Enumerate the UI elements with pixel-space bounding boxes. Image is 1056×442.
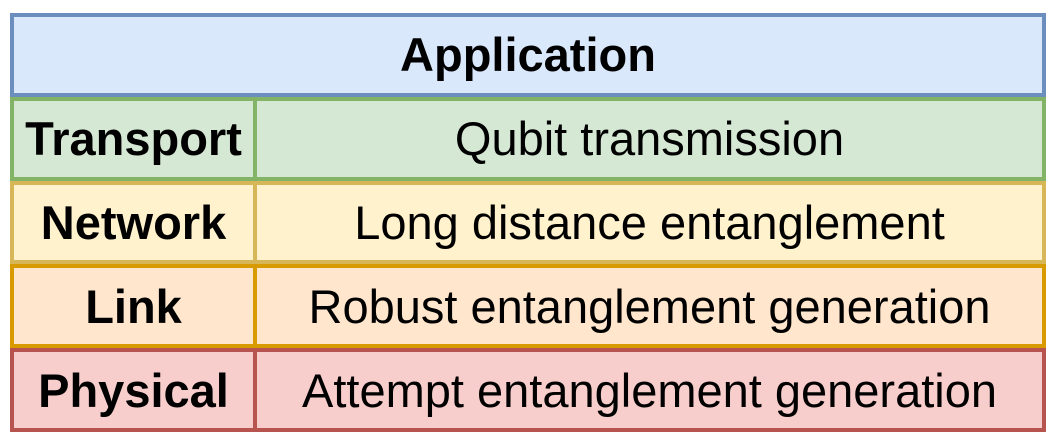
link-layer-description: Robust entanglement generation (253, 264, 1046, 349)
link-layer-label: Link (10, 264, 257, 349)
protocol-stack-diagram: Application Transport Qubit transmission… (10, 13, 1046, 432)
layer-row-physical: Physical Attempt entanglement generation (10, 348, 1046, 432)
physical-layer-description: Attempt entanglement generation (253, 348, 1046, 432)
physical-layer-label: Physical (10, 348, 257, 432)
layer-row-link: Link Robust entanglement generation (10, 264, 1046, 349)
transport-layer-description: Qubit transmission (253, 96, 1046, 181)
transport-layer-label: Transport (10, 96, 257, 181)
layer-row-transport: Transport Qubit transmission (10, 96, 1046, 181)
network-layer-label: Network (10, 180, 257, 265)
network-layer-description: Long distance entanglement (253, 180, 1046, 265)
application-layer-cell: Application (10, 13, 1046, 97)
layer-row-network: Network Long distance entanglement (10, 180, 1046, 265)
layer-row-application: Application (10, 13, 1046, 97)
